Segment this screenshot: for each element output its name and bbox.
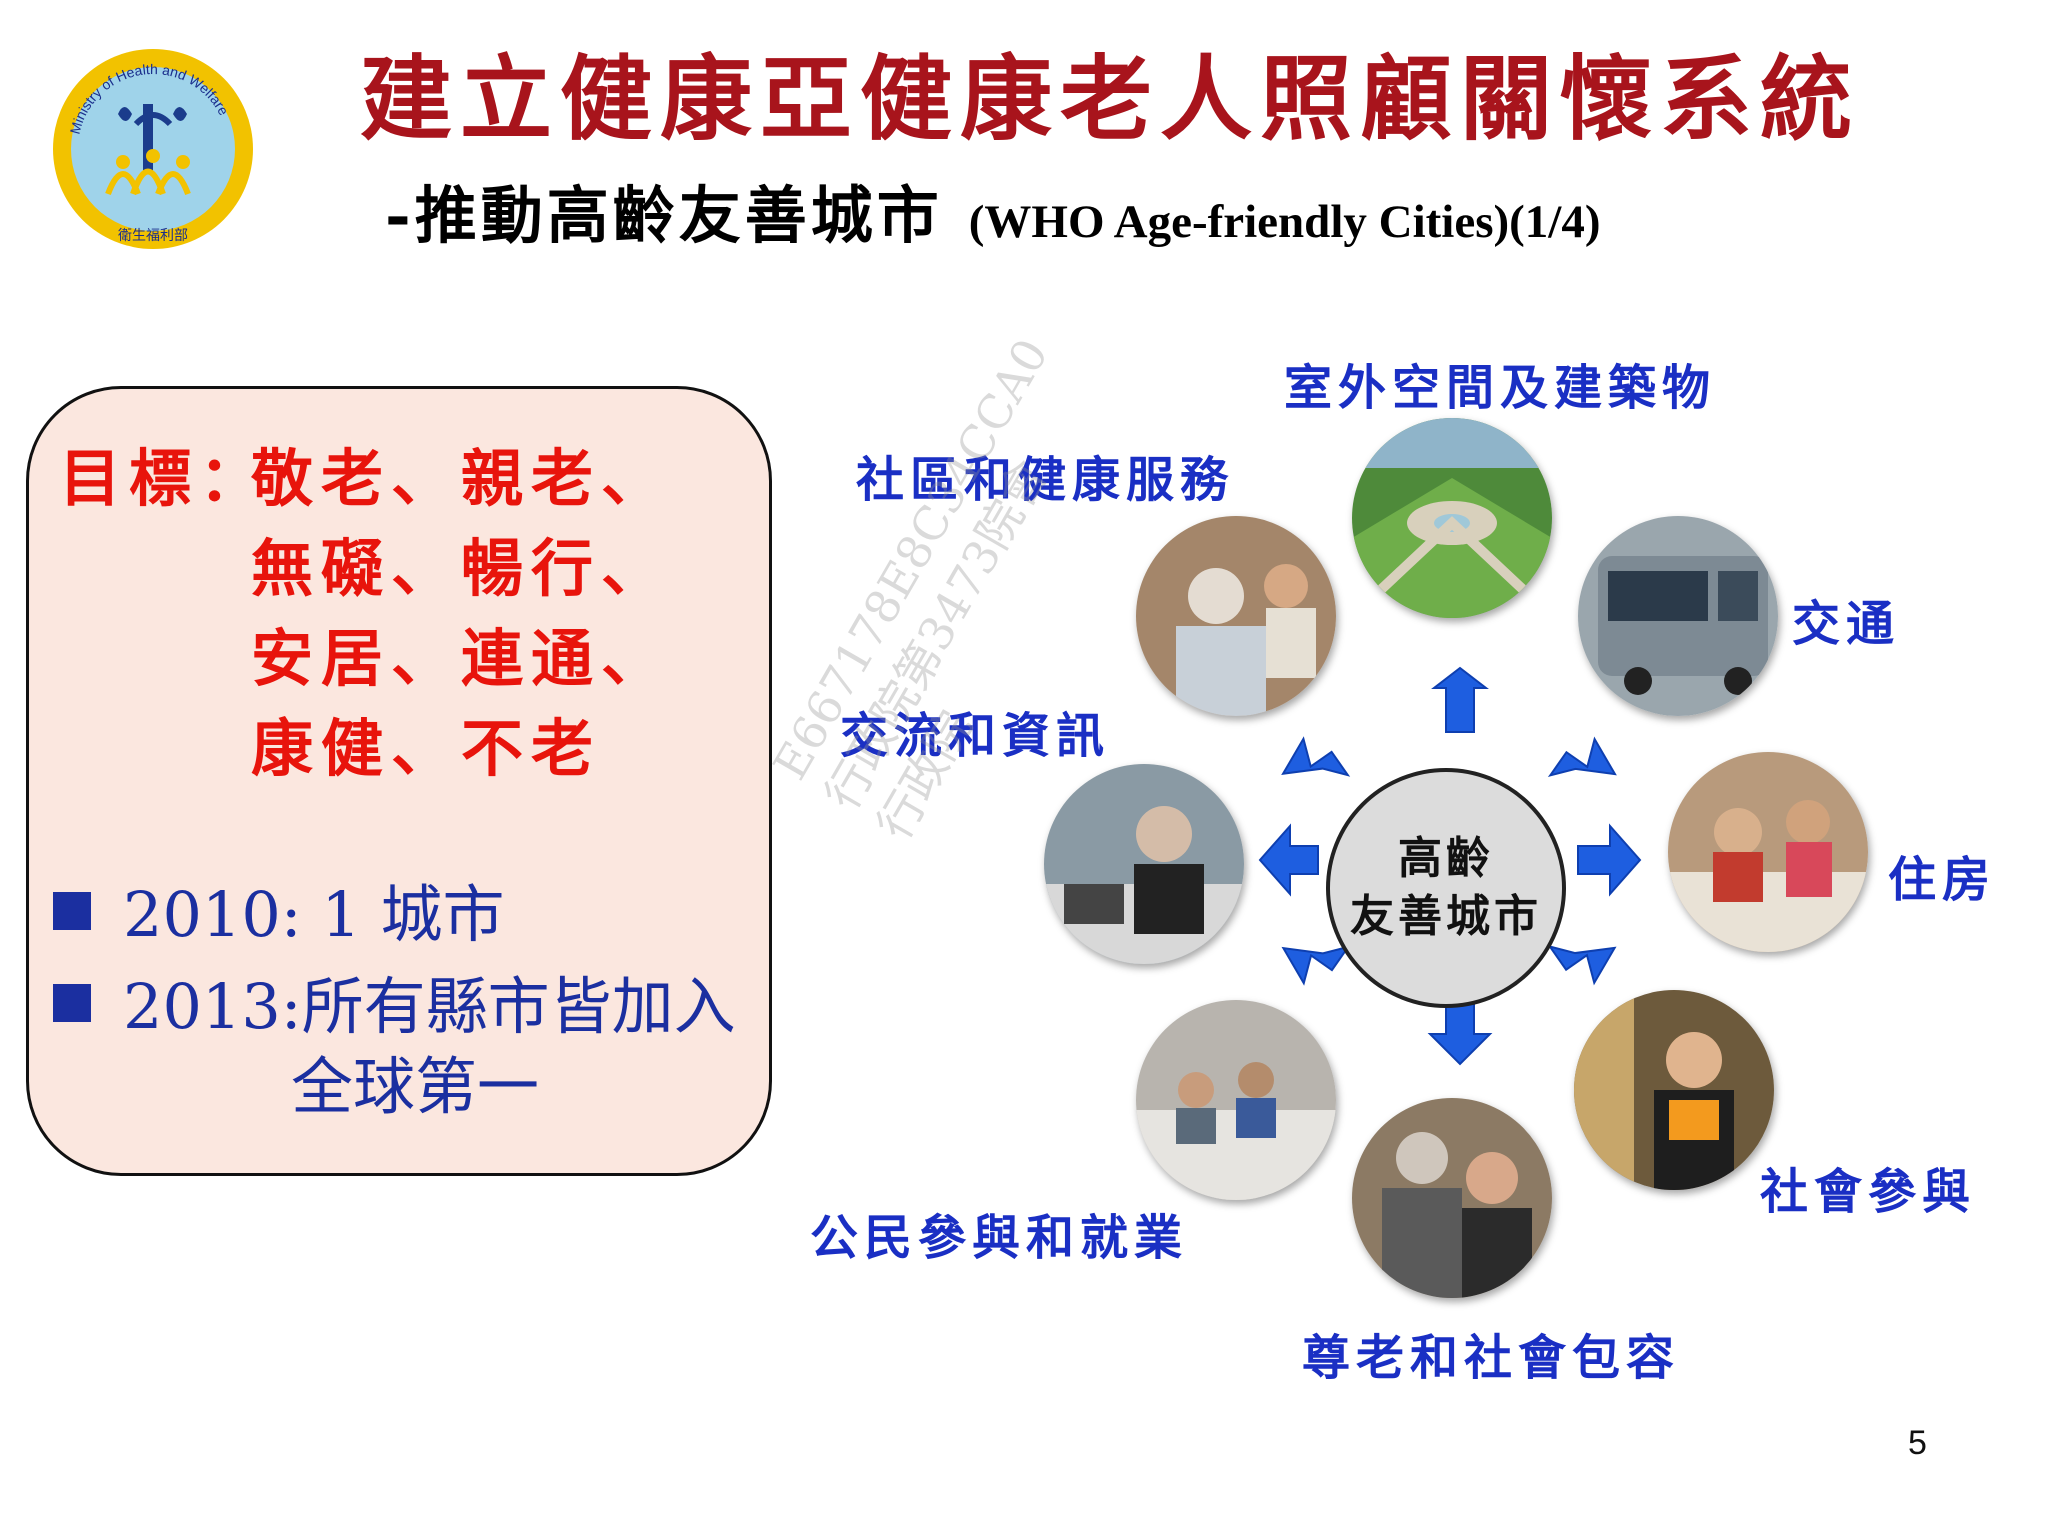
label-transportation: 交通: [1792, 596, 1901, 652]
label-civic-participation: 公民參與和就業: [810, 1210, 1189, 1266]
subtitle-en: (WHO Age-friendly Cities)(1/4): [968, 196, 1601, 248]
arrow-upright-icon: [1547, 736, 1617, 778]
goal-label: 目標：: [59, 442, 270, 515]
goal-box: 目標： 敬老、親老、 無礙、暢行、 安居、連通、 康健、不老 2010: 1 城…: [26, 386, 772, 1176]
bullet-text: 2010: 1 城市: [123, 878, 505, 951]
arrow-downleft-icon: [1281, 945, 1351, 986]
square-bullet-icon: [53, 984, 91, 1022]
watermark: E667178E8C34CCA0 行政院第3473院會 行政院: [760, 328, 1165, 850]
page-number: 5: [1908, 1424, 1927, 1462]
square-bullet-icon: [53, 892, 91, 930]
housing-photo: [1668, 752, 1868, 952]
arrow-left-icon: [1258, 823, 1319, 897]
arrow-upleft-icon: [1281, 736, 1351, 777]
arrow-down-icon: [1427, 989, 1493, 1066]
label-housing: 住房: [1888, 852, 1997, 908]
bullet-item: 2013:所有縣市皆加入: [53, 969, 736, 1045]
arrow-right-icon: [1577, 823, 1642, 897]
center-circle: 高齡 友善城市: [1326, 768, 1566, 1008]
bullet-text: 2013:所有縣市皆加入: [123, 970, 736, 1043]
subtitle-zh: -推動高齡友善城市: [385, 179, 943, 252]
respect-inclusion-photo: [1352, 1098, 1552, 1298]
label-respect-inclusion: 尊老和社會包容: [1302, 1330, 1681, 1386]
park-photo: [1352, 418, 1552, 618]
ministry-logo: Ministry of Health and Welfare 衛生福利部: [53, 49, 253, 249]
goal-line: 敬老、親老、: [251, 442, 672, 515]
label-social-participation: 社會參與: [1760, 1164, 1977, 1220]
goal-line: 無礙、暢行、: [251, 532, 672, 605]
goal-line: 安居、連通、: [251, 622, 672, 695]
logo-bottom-text: 衛生福利部: [118, 228, 188, 244]
bus-photo: [1578, 516, 1778, 716]
label-community-health: 社區和健康服務: [856, 452, 1235, 508]
arrow-downright-icon: [1547, 944, 1617, 986]
arrow-up-icon: [1431, 666, 1489, 733]
label-outdoor-spaces: 室外空間及建築物: [1284, 360, 1717, 416]
bullet-continuation: 全球第一: [291, 1050, 540, 1123]
social-participation-photo: [1574, 990, 1774, 1190]
page-title: 建立健康亞健康老人照顧關懷系統: [360, 45, 1861, 153]
center-label: 友善城市: [1350, 891, 1542, 942]
civic-employment-photo: [1136, 1000, 1336, 1200]
bullet-item: 2010: 1 城市: [53, 877, 505, 953]
page-subtitle: -推動高齡友善城市 (WHO Age-friendly Cities)(1/4): [385, 176, 1985, 272]
label-communication: 交流和資訊: [840, 708, 1111, 764]
goal-line: 康健、不老: [251, 712, 602, 785]
community-health-photo: [1136, 516, 1336, 716]
center-label: 高齡: [1398, 833, 1494, 884]
communication-photo: [1044, 764, 1244, 964]
